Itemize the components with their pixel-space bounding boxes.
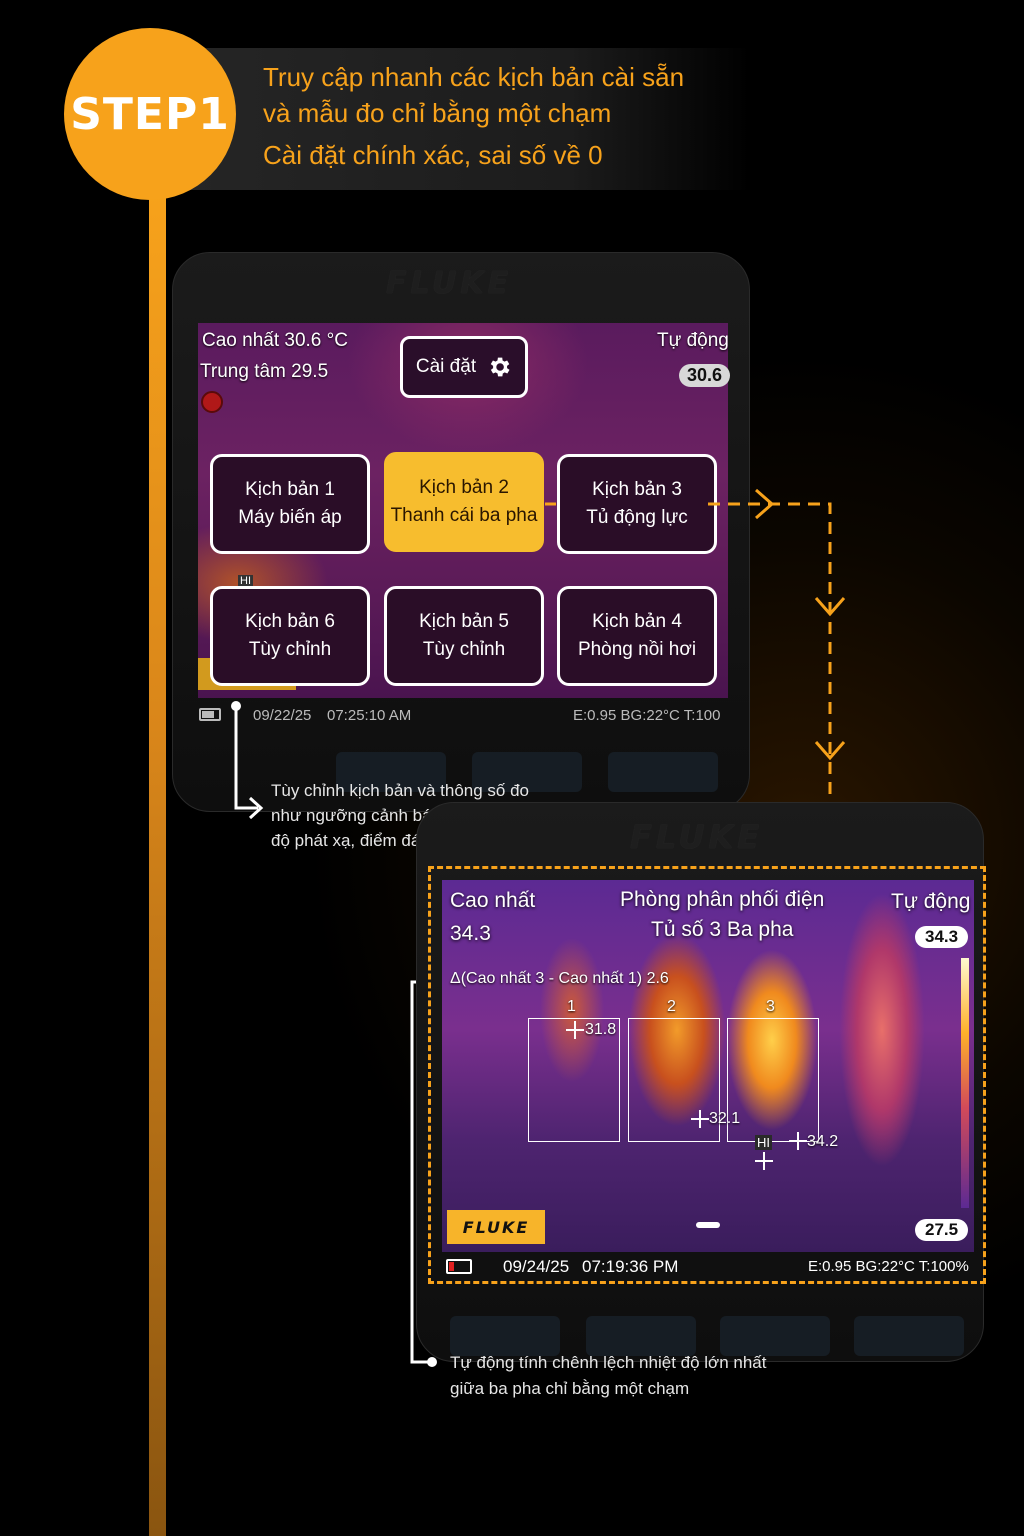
roi-box-1[interactable] (528, 1018, 620, 1142)
status-params: E:0.95 BG:22°C T:100 (573, 707, 721, 724)
tile-title: Kịch bản 6 (245, 611, 335, 633)
step-banner (150, 48, 750, 190)
hardware-button[interactable] (586, 1316, 696, 1356)
scenario-title: Phòng phân phối điện (620, 888, 825, 911)
status-time: 07:19:36 PM (582, 1257, 679, 1276)
max-temp-label: Cao nhất 30.6 °C (202, 330, 348, 351)
hardware-button[interactable] (450, 1316, 560, 1356)
step-badge: STEP1 (64, 28, 236, 200)
max-temp-value: 34.3 (450, 922, 491, 945)
step-line-3: Cài đặt chính xác, sai số về 0 (263, 140, 603, 170)
note-delta-line-1: Tự động tính chênh lệch nhiệt độ lớn nhấ… (450, 1353, 767, 1372)
status-time: 07:25:10 AM (327, 707, 412, 724)
step-badge-label: STEP1 (70, 88, 230, 140)
arrow-right-icon (248, 796, 264, 820)
crosshair-icon (755, 1152, 773, 1170)
step-line-1: Truy cập nhanh các kịch bản cài sẵn (263, 62, 685, 92)
tile-subtitle: Tùy chỉnh (422, 639, 506, 660)
fluke-logo-tag: FLUKE (447, 1210, 545, 1244)
crosshair-icon (789, 1132, 807, 1150)
delta-readout: Δ(Cao nhất 3 - Cao nhất 1) 2.6 (450, 970, 669, 987)
status-params: E:0.95 BG:22°C T:100% (808, 1258, 969, 1275)
scale-min-badge: 27.5 (915, 1219, 969, 1241)
tile-title: Kịch bản 2 (419, 477, 509, 499)
thermal-screen-2 (442, 880, 974, 1252)
hardware-button[interactable] (854, 1316, 964, 1356)
pointer-line (234, 706, 258, 810)
max-temp-label: Cao nhất (450, 889, 536, 912)
battery-low-icon (446, 1259, 472, 1274)
scenario-tile-3[interactable]: Kịch bản 3 Tủ động lực (557, 454, 717, 554)
step-line-2: và mẫu đo chỉ bằng một chạm (263, 98, 612, 128)
dashed-connector (545, 502, 832, 866)
hardware-button[interactable] (472, 752, 582, 792)
scenario-subtitle: Tủ số 3 Ba pha (651, 918, 794, 941)
tile-title: Kịch bản 5 (419, 611, 509, 633)
tile-subtitle: Thanh cái ba pha (390, 505, 538, 526)
hardware-button[interactable] (608, 752, 718, 792)
roi-reading-3: 34.2 (807, 1133, 839, 1150)
status-date: 09/24/25 (503, 1257, 570, 1276)
hot-marker: HI (755, 1135, 772, 1150)
battery-icon (199, 708, 221, 721)
roi-reading-1: 31.8 (585, 1021, 617, 1038)
roi-reading-2: 32.1 (709, 1110, 741, 1127)
roi-label-2: 2 (667, 998, 676, 1015)
hardware-button[interactable] (336, 752, 446, 792)
home-indicator[interactable] (696, 1222, 720, 1228)
scenario-tile-1[interactable]: Kịch bản 1 Máy biến áp (210, 454, 370, 554)
roi-box-3[interactable] (727, 1018, 819, 1142)
scenario-tile-6[interactable]: Kịch bản 6 Tùy chỉnh (210, 586, 370, 686)
tile-title: Kịch bản 4 (592, 611, 682, 633)
device-brand-logo: FLUKE (386, 266, 513, 301)
settings-button[interactable]: Cài đặt (400, 336, 528, 398)
device-brand-logo: FLUKE (630, 818, 764, 856)
tile-subtitle: Tủ động lực (586, 507, 688, 528)
hardware-button[interactable] (720, 1316, 830, 1356)
roi-box-2[interactable] (628, 1018, 720, 1142)
tile-title: Kịch bản 1 (245, 479, 335, 501)
scenario-tile-5[interactable]: Kịch bản 5 Tùy chỉnh (384, 586, 544, 686)
tile-subtitle: Tùy chỉnh (248, 639, 332, 660)
highlight-frame (428, 866, 986, 1284)
scenario-tile-4[interactable]: Kịch bản 4 Phòng nồi hơi (557, 586, 717, 686)
tile-title: Kịch bản 3 (592, 479, 682, 501)
tile-subtitle: Máy biến áp (238, 507, 342, 528)
scale-max-badge: 34.3 (915, 926, 969, 948)
arrow-down-icon (814, 741, 846, 761)
range-mode-label[interactable]: Tự động (657, 330, 729, 351)
center-temp-label: Trung tâm 29.5 (200, 361, 329, 382)
hot-marker: HI (238, 575, 253, 587)
roi-label-1: 1 (567, 998, 576, 1015)
settings-label: Cài đặt (415, 356, 477, 377)
range-mode-label[interactable]: Tự động (891, 890, 971, 913)
arrow-right-icon (755, 488, 775, 520)
arrow-down-icon (814, 597, 846, 617)
gear-icon (490, 357, 510, 377)
scale-max-badge: 30.6 (679, 364, 731, 387)
crosshair-icon (566, 1021, 584, 1039)
crosshair-icon (691, 1110, 709, 1128)
note-customize-line-1: Tùy chỉnh kịch bản và thông số đo (271, 781, 529, 800)
scenario-tile-2[interactable]: Kịch bản 2 Thanh cái ba pha (384, 452, 544, 552)
record-icon (201, 391, 223, 413)
status-date: 09/22/25 (253, 707, 312, 724)
palette-scale-bar (961, 958, 969, 1208)
note-delta-line-2: giữa ba pha chỉ bằng một chạm (450, 1379, 690, 1398)
tile-subtitle: Phòng nồi hơi (577, 639, 697, 660)
timeline-line (149, 190, 166, 1536)
roi-label-3: 3 (766, 998, 775, 1015)
fluke-logo-text: FLUKE (462, 1217, 530, 1237)
